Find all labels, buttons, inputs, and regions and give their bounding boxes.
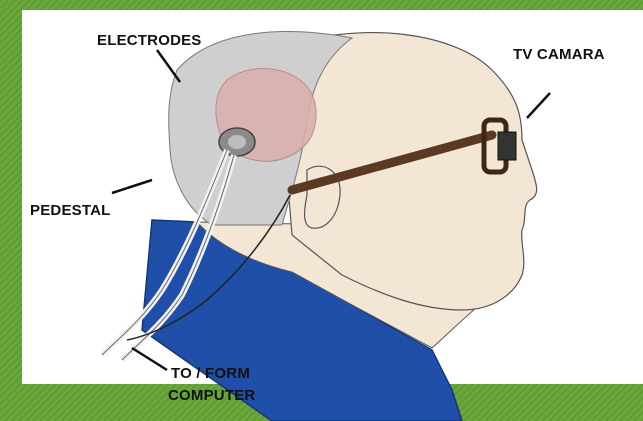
pedestal-center	[228, 135, 246, 149]
label-computer-line1: TO / FORM	[171, 365, 250, 383]
label-pedestal: PEDESTAL	[30, 202, 111, 220]
head-illustration	[22, 10, 643, 421]
pointer-pedestal	[112, 180, 152, 193]
tv-camera-device	[498, 132, 516, 160]
label-tv-camera: TV CAMARA	[513, 46, 605, 64]
pointer-tv-camera	[527, 93, 550, 118]
label-computer-line2: COMPUTER	[168, 387, 255, 405]
label-electrodes: ELECTRODES	[97, 32, 202, 50]
pointer-electrodes	[157, 50, 180, 82]
pointer-computer	[132, 348, 167, 370]
